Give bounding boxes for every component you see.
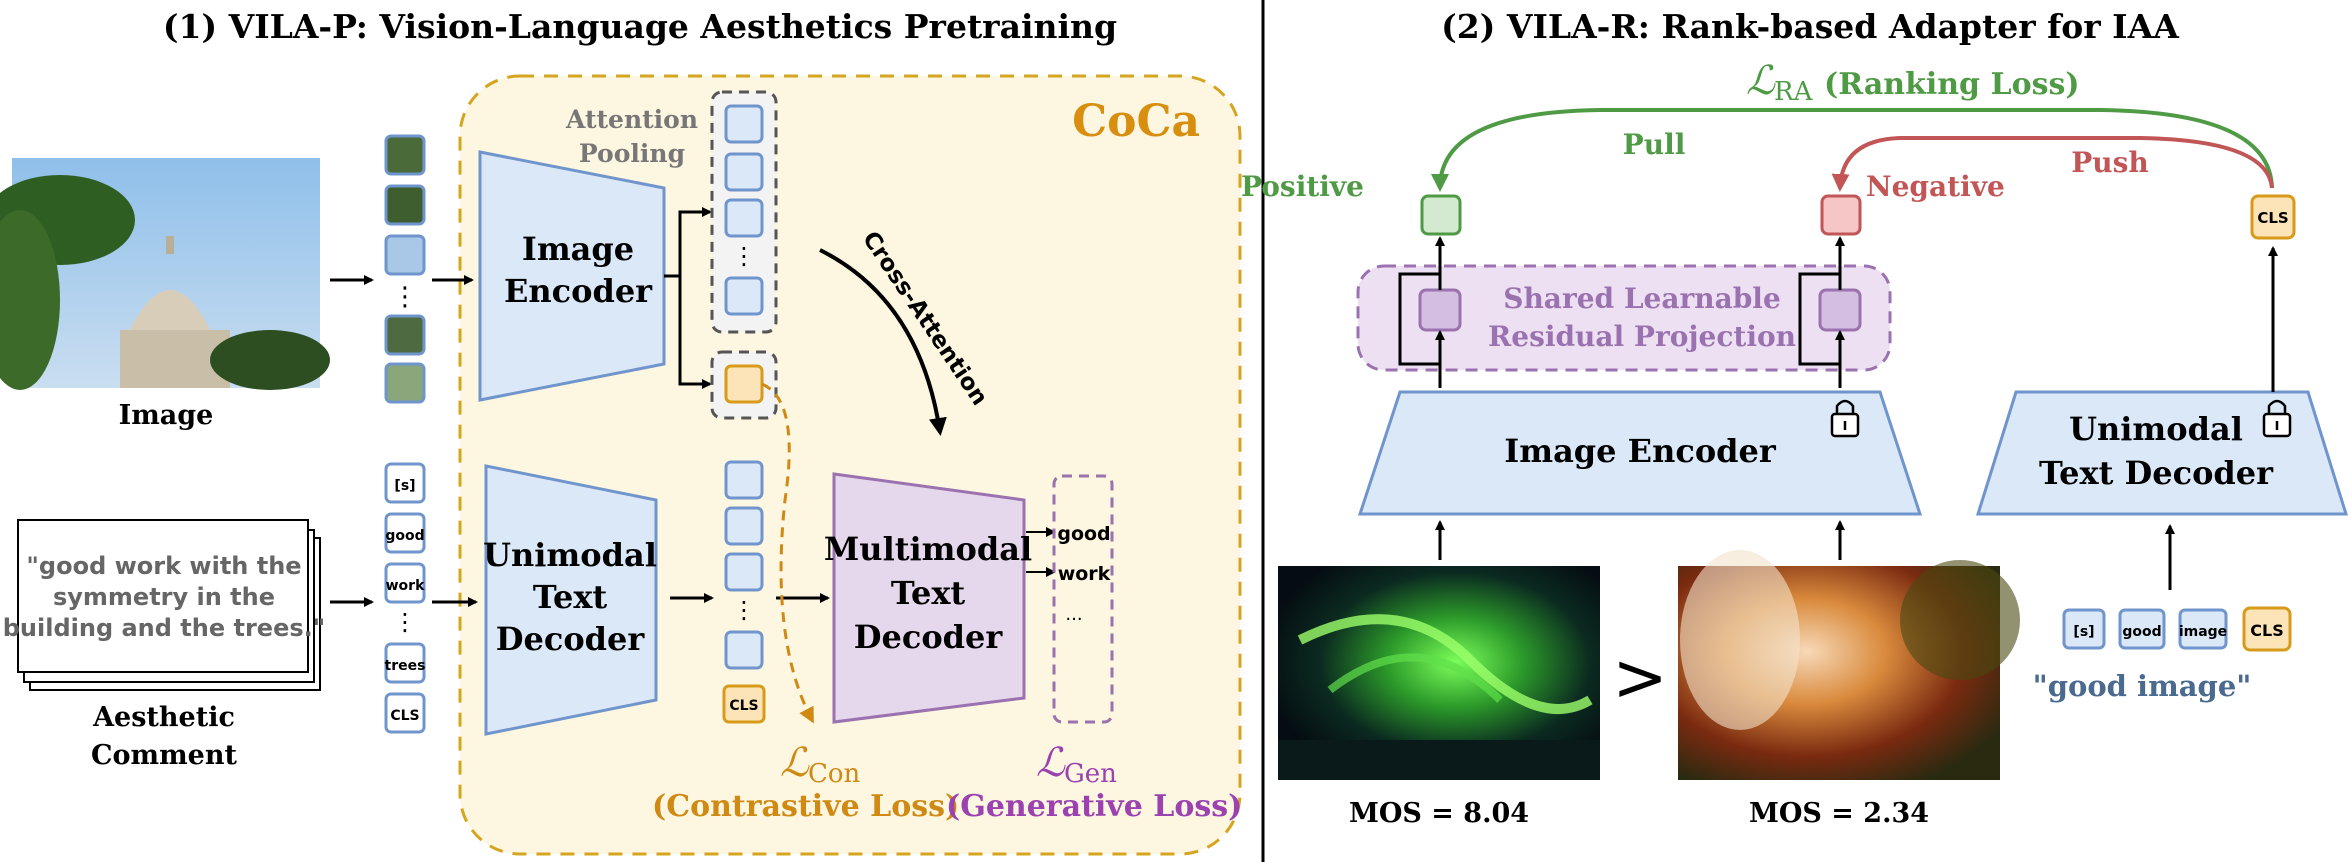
comment-label-2: Comment: [91, 740, 237, 771]
residual-left: [1398, 272, 1440, 366]
unimodal-label-1: Unimodal: [483, 536, 657, 574]
gen-token-work: work: [1058, 563, 1111, 585]
blurry-image: [1678, 550, 2020, 780]
token-dots: ⋮: [393, 608, 417, 636]
cross-attention-arrow: [819, 248, 947, 436]
mos-left: MOS = 8.04: [1349, 798, 1529, 829]
text-cls-token: [722, 684, 766, 724]
attention-pooling-label-2: Pooling: [579, 139, 685, 168]
gen-token-dots: ...: [1065, 604, 1082, 625]
left-panel-title: (1) VILA-P: Vision-Language Aesthetics P…: [163, 7, 1117, 46]
projection-label-2: Residual Projection: [1488, 320, 1796, 353]
image-encoder-label-1: Image: [522, 230, 634, 268]
unimodal-label-2: Text: [533, 578, 608, 616]
text-decoder-lock-icon: [2262, 399, 2292, 438]
patch-dots: ⋮: [392, 282, 418, 312]
arrow-encoder-to-cls: [678, 276, 712, 389]
shared-projection-region: [1356, 264, 1892, 372]
pull-arrow: [1431, 108, 2274, 192]
gen-token-good: good: [1057, 523, 1110, 545]
image-encoder: [478, 150, 666, 402]
negative-label: Negative: [1866, 170, 2005, 203]
mos-right: MOS = 2.34: [1749, 798, 1929, 829]
loss-ra-symbol: ℒ: [1746, 58, 1776, 104]
pull-label: Pull: [1623, 128, 1686, 161]
projection-block-left: [1418, 288, 1462, 332]
multimodal-label-3: Decoder: [854, 618, 1004, 656]
push-arrow: [1831, 136, 2274, 192]
token-good: good: [385, 528, 424, 544]
right-image-encoder-label: Image Encoder: [1504, 432, 1777, 470]
comment-line-3: building and the trees.": [3, 614, 326, 642]
negative-embedding: [1820, 194, 1862, 236]
text-cls-label: CLS: [729, 698, 758, 714]
right-text-decoder-label-2: Text Decoder: [2039, 454, 2274, 492]
image-encoder-lock-icon: [1830, 399, 1860, 438]
loss-con-text: (Contrastive Loss): [652, 789, 959, 824]
residual-right: [1798, 272, 1840, 366]
loss-con-symbol: ℒ: [780, 740, 810, 786]
comment-line-2: symmetry in the: [53, 583, 275, 611]
right-panel-title: (2) VILA-R: Rank-based Adapter for IAA: [1441, 7, 2179, 46]
loss-ra-subscript: RA: [1774, 77, 1814, 107]
loss-gen-subscript: Gen: [1064, 759, 1117, 789]
comment-tokens: [s] good work ⋮ trees CLS: [384, 462, 426, 734]
loss-gen-text: (Generative Loss): [946, 789, 1242, 824]
loss-ra-text: (Ranking Loss): [1824, 67, 2080, 102]
projection-label-1: Shared Learnable: [1503, 282, 1781, 315]
unimodal-label-3: Decoder: [496, 620, 646, 658]
unimodal-text-decoder: [484, 464, 658, 736]
multimodal-label-1: Multimodal: [824, 530, 1032, 568]
comment-stack: [17, 519, 321, 691]
token-s: [s]: [394, 478, 415, 494]
feature-dots: ⋮: [732, 596, 756, 624]
good-image-caption: "good image": [2033, 669, 2252, 703]
right-text-tokens: [s] good image CLS: [2062, 606, 2292, 652]
contrastive-arrow: [761, 382, 814, 724]
multimodal-label-2: Text: [891, 574, 966, 612]
pooled-tokens: ⋮: [724, 104, 764, 316]
right-token-good: good: [2122, 624, 2161, 640]
push-label: Push: [2071, 146, 2149, 179]
image-cls-token: [724, 364, 764, 404]
coca-label: CoCa: [1072, 96, 1200, 147]
loss-con-subscript: Con: [808, 759, 861, 789]
right-token-s: [s]: [2073, 624, 2094, 640]
right-text-decoder: [1975, 390, 2348, 516]
token-work: work: [386, 578, 425, 594]
right-token-cls: CLS: [2250, 621, 2283, 640]
projection-block-right: [1818, 288, 1862, 332]
right-text-decoder-label-1: Unimodal: [2069, 410, 2243, 448]
arrow-encoder-to-pooling: [664, 207, 712, 278]
text-cls-embedding: [2250, 194, 2296, 240]
image-encoder-label-2: Encoder: [504, 272, 653, 310]
positive-embedding: [1420, 194, 1462, 236]
right-token-image: image: [2179, 624, 2227, 640]
image-patches: ⋮: [384, 134, 426, 404]
generated-tokens-box: [1052, 474, 1114, 724]
input-image: [0, 158, 330, 390]
token-trees: trees: [385, 658, 426, 674]
multimodal-text-decoder: [832, 472, 1026, 724]
text-cls-embedding-label: CLS: [2257, 209, 2288, 227]
right-image-encoder: [1357, 390, 1923, 516]
text-feature-tokens: ⋮: [724, 460, 764, 670]
aurora-image: [1278, 566, 1600, 780]
image-label: Image: [119, 400, 214, 431]
comment-line-1: "good work with the: [26, 552, 301, 580]
pooled-dots: ⋮: [732, 242, 756, 270]
token-cls: CLS: [390, 708, 419, 724]
attention-pooling-label-1: Attention: [565, 105, 698, 134]
comment-label-1: Aesthetic: [92, 702, 235, 733]
positive-label: Positive: [1241, 170, 1364, 203]
loss-gen-symbol: ℒ: [1036, 740, 1066, 786]
greater-than-sign: >: [1612, 639, 1667, 716]
